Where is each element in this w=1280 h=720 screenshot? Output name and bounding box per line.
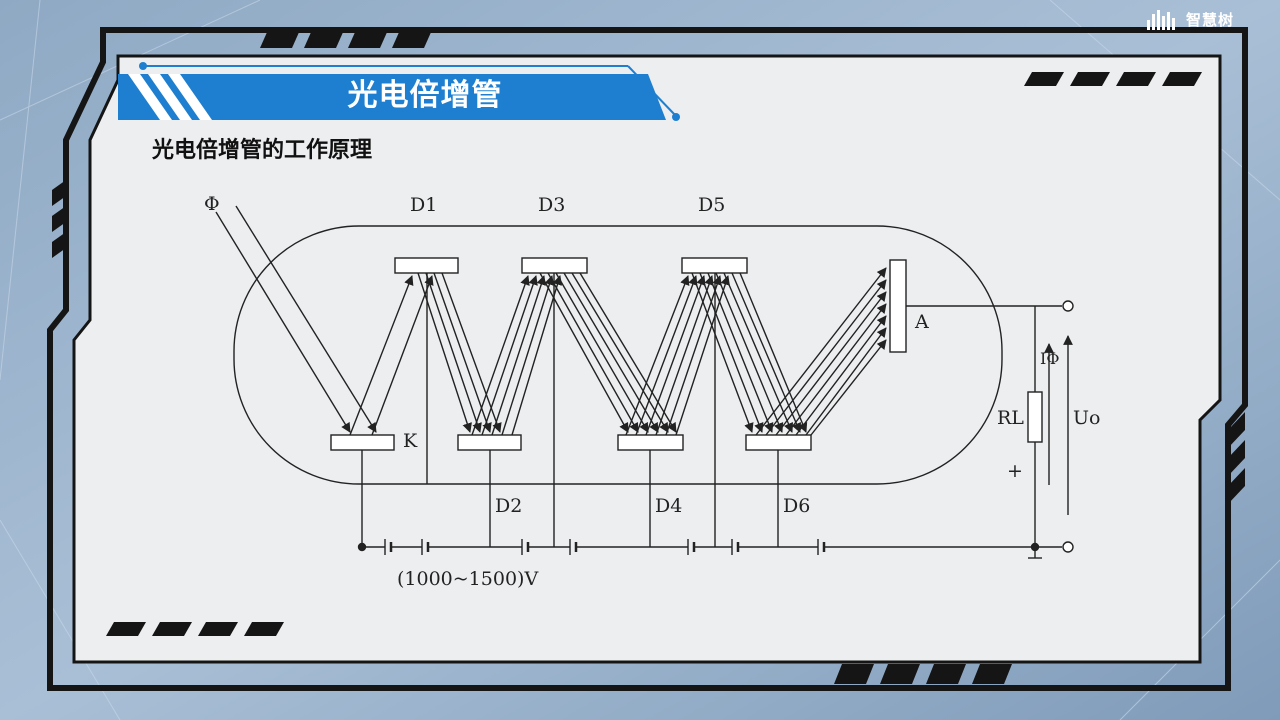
brand-name: 智慧树 (1186, 10, 1235, 29)
incident-light-rays (215, 205, 377, 433)
output-terminal-top (1062, 300, 1074, 312)
anode-a (889, 259, 907, 353)
dynode-d2 (457, 434, 522, 451)
battery-bus (362, 539, 1062, 555)
content-panel (72, 54, 1222, 664)
label-anode: A (914, 311, 929, 333)
label-output-voltage: Uo (1073, 407, 1100, 429)
electrons-d1-d2 (417, 272, 502, 433)
right-stripes (1024, 72, 1202, 86)
page-title: 光电倍增管 (347, 78, 503, 113)
output-terminal-bottom (1062, 541, 1074, 553)
dynode-d3 (521, 257, 588, 274)
electrons-d6-anode (755, 267, 887, 436)
dynode-d1 (394, 257, 459, 274)
label-d1: D1 (410, 194, 437, 216)
label-flux: Φ (204, 193, 220, 215)
title-banner (118, 62, 680, 121)
label-d6: D6 (783, 495, 810, 517)
electrons-d5-d6 (691, 272, 808, 433)
dynode-d4 (617, 434, 684, 451)
label-d5: D5 (698, 194, 725, 216)
dynode-leads (361, 273, 779, 547)
top-stripes (260, 30, 432, 48)
dynode-d5 (681, 257, 748, 274)
page-subtitle: 光电倍增管的工作原理 (152, 138, 373, 163)
electrons-k-d1 (349, 275, 434, 436)
label-cathode: K (403, 430, 418, 452)
label-voltage: (1000~1500)V (397, 568, 538, 590)
electrons-d2-d3 (471, 275, 563, 436)
load-resistor-rl (1027, 391, 1043, 443)
label-d3: D3 (538, 194, 565, 216)
bottom-right-stripes (834, 664, 1012, 684)
tube-envelope (233, 225, 1003, 485)
dynode-d6 (745, 434, 812, 451)
left-side-stripes (52, 180, 66, 258)
electrons-d3-d4 (539, 272, 677, 433)
right-side-stripes (1228, 412, 1245, 504)
label-current: IΦ (1040, 349, 1059, 368)
label-resistor: RL (997, 407, 1024, 429)
junction-left (357, 542, 367, 552)
label-d2: D2 (495, 495, 522, 517)
cathode-k (330, 434, 395, 451)
electrons-d4-d5 (625, 275, 730, 436)
outer-frame (47, 27, 1248, 691)
sound-bars-icon (1147, 10, 1175, 30)
label-d4: D4 (655, 495, 682, 517)
label-plus: + (1007, 460, 1023, 482)
bottom-left-stripes (106, 622, 284, 636)
brand-logo: 智慧树 (1146, 6, 1234, 32)
